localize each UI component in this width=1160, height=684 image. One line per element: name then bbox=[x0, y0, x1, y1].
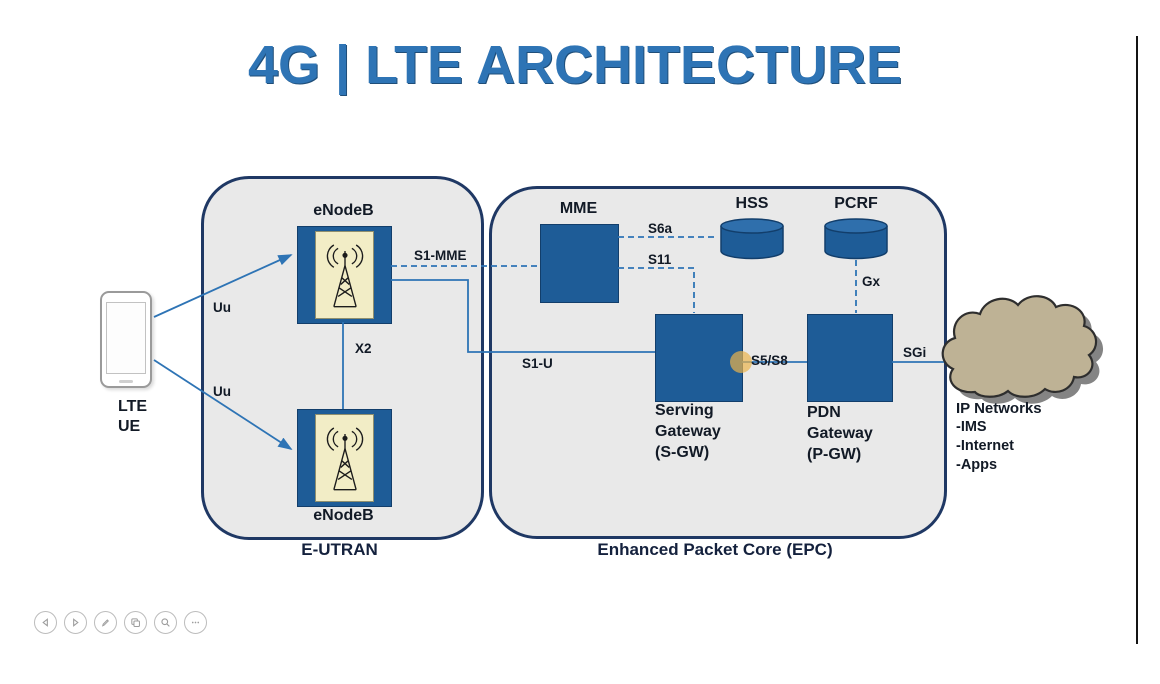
pcrf-label: PCRF bbox=[834, 195, 878, 212]
hss-database-icon bbox=[719, 217, 785, 266]
ip-networks-label: IP Networks -IMS -Internet -Apps bbox=[956, 399, 1042, 475]
uu-bottom-label: Uu bbox=[213, 384, 231, 399]
s1-mme-label: S1-MME bbox=[414, 248, 467, 263]
pcrf-database-icon bbox=[823, 217, 889, 266]
pgw-node bbox=[807, 314, 893, 402]
antenna-icon bbox=[315, 231, 374, 319]
epc-caption: Enhanced Packet Core (EPC) bbox=[597, 540, 833, 559]
ue-label-line2: UE bbox=[118, 418, 141, 435]
ip-cloud-icon bbox=[941, 295, 1104, 404]
mme-node bbox=[540, 224, 619, 303]
ue-label-line1: LTE bbox=[118, 398, 148, 415]
s6a-label: S6a bbox=[648, 221, 673, 236]
hss-label: HSS bbox=[735, 195, 769, 212]
ip-networks-title: IP Networks bbox=[956, 400, 1042, 417]
ip-networks-item: -Apps bbox=[956, 457, 998, 473]
pgw-label: PDN Gateway (P-GW) bbox=[807, 404, 873, 463]
uu-top-label: Uu bbox=[213, 300, 231, 315]
page-title: 4G | LTE ARCHITECTURE bbox=[247, 35, 903, 95]
mme-label: MME bbox=[559, 200, 598, 217]
viewer-toolbar bbox=[34, 611, 207, 634]
sgw-node bbox=[655, 314, 743, 402]
more-icon[interactable] bbox=[184, 611, 207, 634]
phone-screen bbox=[106, 302, 146, 374]
phone-home-button bbox=[119, 380, 133, 383]
frame-divider-line bbox=[1136, 36, 1138, 644]
edit-icon[interactable] bbox=[94, 611, 117, 634]
enodeb-top-node bbox=[297, 226, 392, 324]
enodeb-top-label: eNodeB bbox=[313, 202, 374, 219]
zoom-icon[interactable] bbox=[154, 611, 177, 634]
s11-label: S11 bbox=[648, 252, 672, 267]
sgi-label: SGi bbox=[903, 345, 927, 360]
enodeb-bottom-label: eNodeB bbox=[313, 507, 374, 524]
sgw-label: Serving Gateway (S-GW) bbox=[655, 402, 721, 461]
previous-icon[interactable] bbox=[34, 611, 57, 634]
s5s8-label: S5/S8 bbox=[751, 353, 788, 368]
ip-networks-item: -Internet bbox=[956, 438, 1014, 454]
x2-label: X2 bbox=[355, 341, 372, 356]
antenna-icon bbox=[315, 414, 374, 502]
ip-networks-item: -IMS bbox=[956, 419, 987, 435]
ue-label: LTE UE bbox=[118, 397, 147, 437]
enodeb-bottom-node bbox=[297, 409, 392, 507]
eutran-caption: E-UTRAN bbox=[301, 540, 378, 559]
next-icon[interactable] bbox=[64, 611, 87, 634]
s1-u-label: S1-U bbox=[522, 356, 553, 371]
copy-icon[interactable] bbox=[124, 611, 147, 634]
ue-phone-icon bbox=[100, 291, 152, 388]
gx-label: Gx bbox=[862, 274, 881, 289]
